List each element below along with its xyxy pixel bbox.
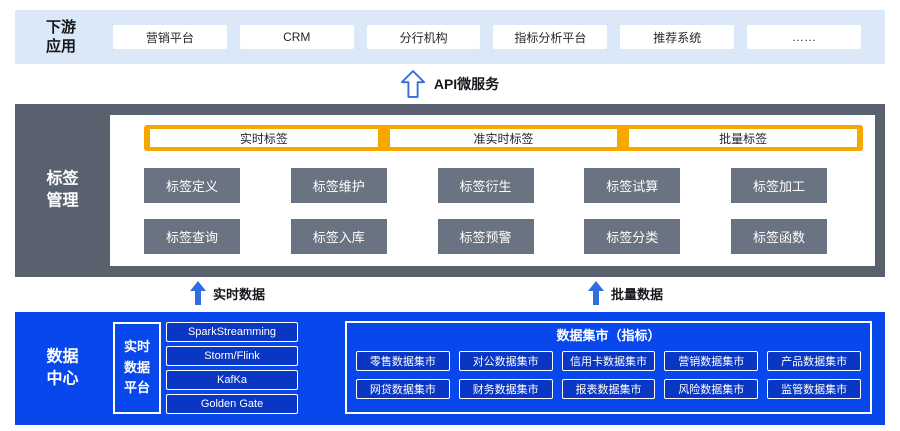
tag-function-box: 标签衍生 (437, 168, 534, 203)
data-mart-grid: 零售数据集市 对公数据集市 信用卡数据集市 营销数据集市 产品数据集市 网贷数据… (356, 351, 861, 399)
tag-function-box: 标签维护 (290, 168, 387, 203)
tag-management-band: 标签 管理 实时标签 准实时标签 批量标签 标签定义 标签维护 标签衍生 标签试… (15, 104, 885, 277)
downstream-apps-list: 营销平台 CRM 分行机构 指标分析平台 推荐系统 …… (113, 25, 861, 49)
downstream-apps-band: 下游 应用 营销平台 CRM 分行机构 指标分析平台 推荐系统 …… (15, 10, 885, 64)
tag-types-bar: 实时标签 准实时标签 批量标签 (144, 125, 863, 151)
data-center-band: 数据 中心 实时 数据 平台 SparkStreamming Storm/Fli… (15, 312, 885, 425)
tag-type-box: 实时标签 (150, 129, 378, 147)
realtime-platform-label: 实时 数据 平台 (113, 322, 161, 414)
data-mart-container: 数据集市（指标） 零售数据集市 对公数据集市 信用卡数据集市 营销数据集市 产品… (345, 321, 872, 414)
tag-management-panel: 实时标签 准实时标签 批量标签 标签定义 标签维护 标签衍生 标签试算 标签加工… (110, 115, 875, 266)
realtime-data-flow: 实时数据 (190, 279, 265, 307)
downstream-app-box: 推荐系统 (620, 25, 735, 49)
up-arrow-icon (190, 281, 206, 305)
data-mart-item: 报表数据集市 (561, 379, 656, 399)
data-mart-item: 风险数据集市 (664, 379, 759, 399)
tag-function-box: 标签加工 (731, 168, 827, 203)
tag-functions-grid: 标签定义 标签维护 标签衍生 标签试算 标签加工 标签查询 标签入库 标签预警 … (144, 168, 827, 254)
data-mart-title: 数据集市（指标） (556, 328, 661, 343)
tag-function-box: 标签入库 (290, 219, 387, 254)
data-mart-item: 产品数据集市 (767, 351, 861, 371)
api-label: API微服务 (433, 76, 500, 92)
batch-data-label: 批量数据 (611, 286, 664, 302)
data-mart-item: 财务数据集市 (458, 379, 553, 399)
data-mart-item: 对公数据集市 (458, 351, 553, 371)
realtime-platform-list: SparkStreamming Storm/Flink KafKa Golden… (166, 322, 298, 414)
tag-type-box: 批量标签 (629, 129, 858, 147)
data-center-label: 数据 中心 (46, 348, 79, 388)
data-mart-item: 网贷数据集市 (356, 379, 450, 399)
data-mart-item: 信用卡数据集市 (561, 351, 656, 371)
tag-management-label: 标签 管理 (46, 170, 79, 210)
batch-data-flow: 批量数据 (588, 279, 663, 307)
tag-function-box: 标签分类 (584, 219, 681, 254)
downstream-app-box: 分行机构 (366, 25, 481, 49)
downstream-app-box: 营销平台 (113, 25, 227, 49)
tag-function-box: 标签查询 (144, 219, 240, 254)
tag-function-box: 标签试算 (584, 168, 681, 203)
realtime-data-label: 实时数据 (213, 286, 266, 302)
realtime-platform-item: KafKa (166, 370, 298, 390)
realtime-platform-item: Storm/Flink (166, 346, 298, 366)
data-mart-item: 监管数据集市 (767, 379, 861, 399)
downstream-app-box: CRM (239, 25, 354, 49)
downstream-app-box: 指标分析平台 (493, 25, 608, 49)
tag-type-box: 准实时标签 (389, 129, 618, 147)
realtime-platform-item: SparkStreamming (166, 322, 298, 342)
tag-function-box: 标签定义 (144, 168, 240, 203)
downstream-apps-label: 下游 应用 (45, 18, 76, 56)
api-flow: API微服务 (0, 65, 900, 103)
data-mart-item: 零售数据集市 (356, 351, 450, 371)
data-mart-item: 营销数据集市 (664, 351, 759, 371)
tag-function-box: 标签函数 (731, 219, 827, 254)
realtime-platform-item: Golden Gate (166, 394, 298, 414)
realtime-platform-group: 实时 数据 平台 SparkStreamming Storm/Flink Kaf… (113, 322, 298, 414)
up-arrow-icon (588, 281, 604, 305)
downstream-app-box: …… (747, 25, 861, 49)
up-arrow-outline-icon (400, 70, 425, 98)
tag-function-box: 标签预警 (437, 219, 534, 254)
